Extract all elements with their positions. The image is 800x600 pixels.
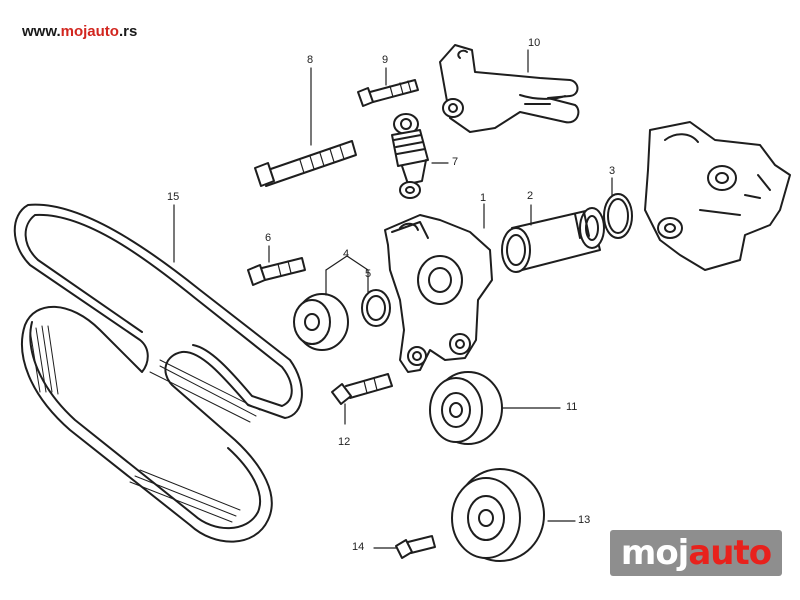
callout-6: 6 (265, 232, 272, 244)
snap-ring-5 (361, 289, 391, 327)
callout-13: 13 (578, 514, 591, 526)
idler-pulley-13 (451, 468, 545, 562)
bracket-10 (439, 44, 580, 133)
callout-14: 14 (352, 541, 365, 553)
bolt-6 (247, 257, 306, 286)
sleeve-2 (501, 207, 605, 273)
logo-part-moj: moj (620, 533, 689, 573)
callout-3: 3 (609, 165, 616, 177)
o-ring-3 (603, 193, 633, 239)
leader-lines (173, 49, 613, 549)
url-brand: mojauto (60, 23, 119, 40)
callout-10: 10 (528, 37, 541, 49)
long-bolt-8 (254, 140, 357, 187)
callout-4: 4 (343, 248, 350, 260)
url-prefix: www. (22, 23, 61, 40)
logo-part-auto: auto (688, 533, 772, 573)
bolt-9 (357, 79, 419, 107)
idler-pulley-11 (429, 371, 503, 445)
callout-12: 12 (338, 436, 351, 448)
callout-7: 7 (452, 156, 459, 168)
callout-15: 15 (167, 191, 180, 203)
callout-1: 1 (480, 192, 487, 204)
callout-5: 5 (365, 268, 372, 280)
bolt-14 (395, 535, 436, 559)
damper-7 (391, 113, 429, 199)
callout-8: 8 (307, 54, 314, 66)
callout-9: 9 (382, 54, 389, 66)
website-url[interactable]: www.mojauto.rs (22, 23, 137, 40)
bolt-12 (331, 373, 393, 405)
tensioner-arm-1 (384, 214, 493, 373)
engine-housing (644, 121, 791, 271)
url-suffix: .rs (118, 23, 138, 40)
callout-2: 2 (527, 190, 534, 202)
callout-11: 11 (566, 401, 578, 413)
pulley-4 (293, 293, 349, 351)
drive-belt-15 (13, 203, 303, 543)
